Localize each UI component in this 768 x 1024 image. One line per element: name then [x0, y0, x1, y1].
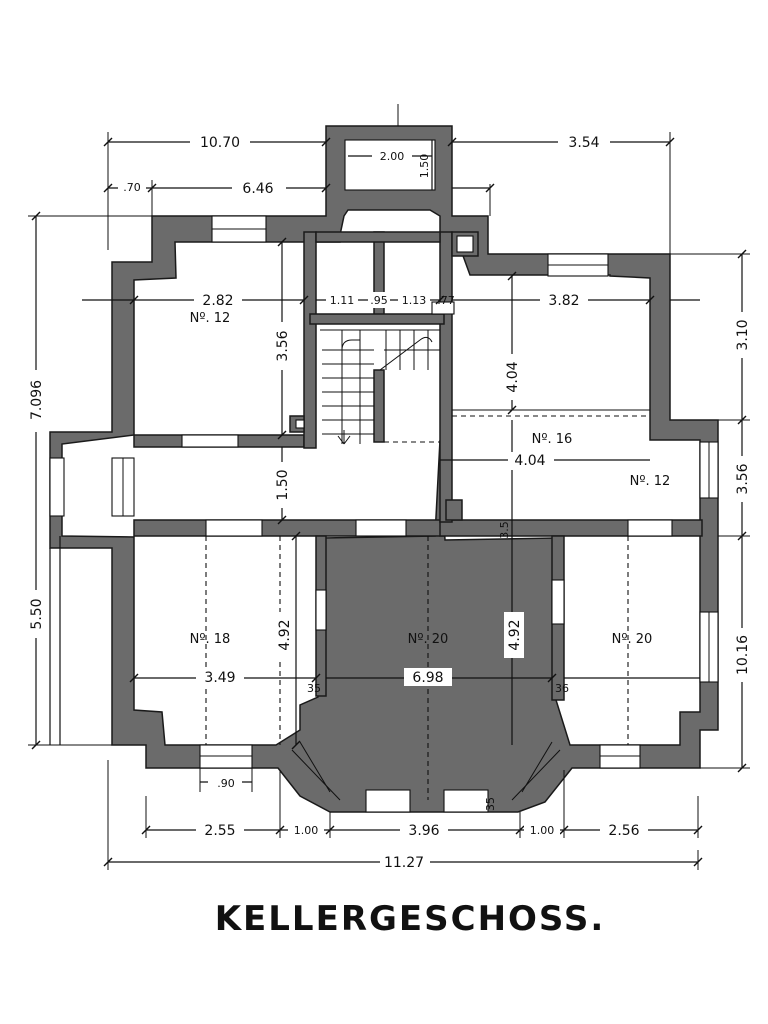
wall-stair-core — [373, 369, 385, 443]
dim-left-lower: 5.50 — [29, 598, 45, 629]
room-label-upper-left: Nº. 12 — [190, 311, 231, 326]
dim-wall-b: 36 — [555, 682, 569, 695]
plan-title: KELLERGESCHOSS. — [215, 899, 606, 939]
room-axes — [205, 409, 650, 800]
dim-room12-width: 2.82 — [202, 293, 233, 309]
window-room18-side — [315, 589, 327, 631]
room-label-right-mid: Nº. 12 — [630, 474, 671, 489]
dim-right-top: 3.10 — [735, 319, 751, 350]
dim-bottom-e: 2.56 — [608, 823, 639, 839]
window-room20-side — [551, 579, 565, 625]
dim-stair-b: .95 — [370, 294, 388, 307]
walls — [49, 125, 719, 813]
dim-left-total: 7.096 — [29, 380, 45, 420]
window-bottom-center-a — [365, 789, 411, 813]
dim-wall-3-5: 3.5 — [498, 521, 511, 539]
dim-right-total: 10.16 — [735, 635, 751, 675]
dim-bottom-a: 2.55 — [204, 823, 235, 839]
dim-right-mid: 3.56 — [735, 463, 751, 494]
windows — [49, 215, 719, 813]
dim-room12-depth: 3.56 — [275, 330, 291, 361]
dim-bottom-d: 1.00 — [530, 824, 555, 837]
dim-shaft-depth: 1.50 — [418, 154, 431, 179]
dim-room20-width: 6.98 — [412, 670, 443, 686]
dim-wall-a: 35 — [307, 682, 321, 695]
dim-room18-width: 3.49 — [204, 670, 235, 686]
wall-stair-top — [315, 231, 441, 243]
staircase — [320, 329, 440, 445]
window-upper-left-inner — [181, 434, 239, 448]
outer-wall — [49, 125, 719, 813]
dimension-ticks — [31, 137, 747, 867]
dim-stair-d: .77 — [437, 294, 455, 307]
dim-room20-depth: 4.92 — [507, 619, 523, 650]
room-label-upper-right: Nº. 16 — [532, 432, 573, 447]
dim-stair-a: 1.11 — [330, 294, 355, 307]
window-left-bay — [49, 457, 65, 517]
dim-room18-depth: 4.92 — [277, 619, 293, 650]
window-stair — [431, 301, 455, 315]
dim-top-right-total: 3.54 — [568, 135, 599, 151]
dim-room16-depth: 4.04 — [505, 361, 521, 392]
dimension-labels: 10.70 3.54 .70 6.46 2.00 1.50 2.82 Nº. 1… — [24, 132, 754, 871]
dim-room16-width: 3.82 — [548, 293, 579, 309]
dim-top-left-total: 10.70 — [200, 135, 240, 151]
room-label-lower-center: Nº. 20 — [408, 632, 449, 647]
dim-top-offset: .70 — [123, 181, 141, 194]
dim-top-room-width: 6.46 — [242, 181, 273, 197]
pillar-a-void — [295, 419, 305, 429]
dim-bottom-b: 1.00 — [294, 824, 319, 837]
pillar-b — [445, 499, 463, 521]
wall-stair-right — [439, 231, 453, 523]
dim-window-width: .90 — [217, 777, 235, 790]
dim-wall-c: 35 — [484, 797, 497, 811]
dim-corridor-depth: 1.50 — [275, 469, 291, 500]
dim-stair-c: 1.13 — [402, 294, 427, 307]
window-lower-left-top — [205, 519, 263, 537]
dim-bottom-total: 11.27 — [384, 855, 424, 871]
dim-shaft-width: 2.00 — [380, 150, 405, 163]
room-label-lower-right: Nº. 20 — [612, 632, 653, 647]
dim-room16-width-b: 4.04 — [514, 453, 545, 469]
wall-room12-right — [303, 231, 317, 449]
dim-bottom-c: 3.96 — [408, 823, 439, 839]
window-lower-right-top — [627, 519, 673, 537]
room-label-lower-left: Nº. 18 — [190, 632, 231, 647]
wall-stair-landing — [309, 313, 445, 325]
chimney-flue — [456, 235, 474, 253]
window-bottom-center-b — [443, 789, 489, 813]
window-lower-center-top — [355, 519, 407, 537]
